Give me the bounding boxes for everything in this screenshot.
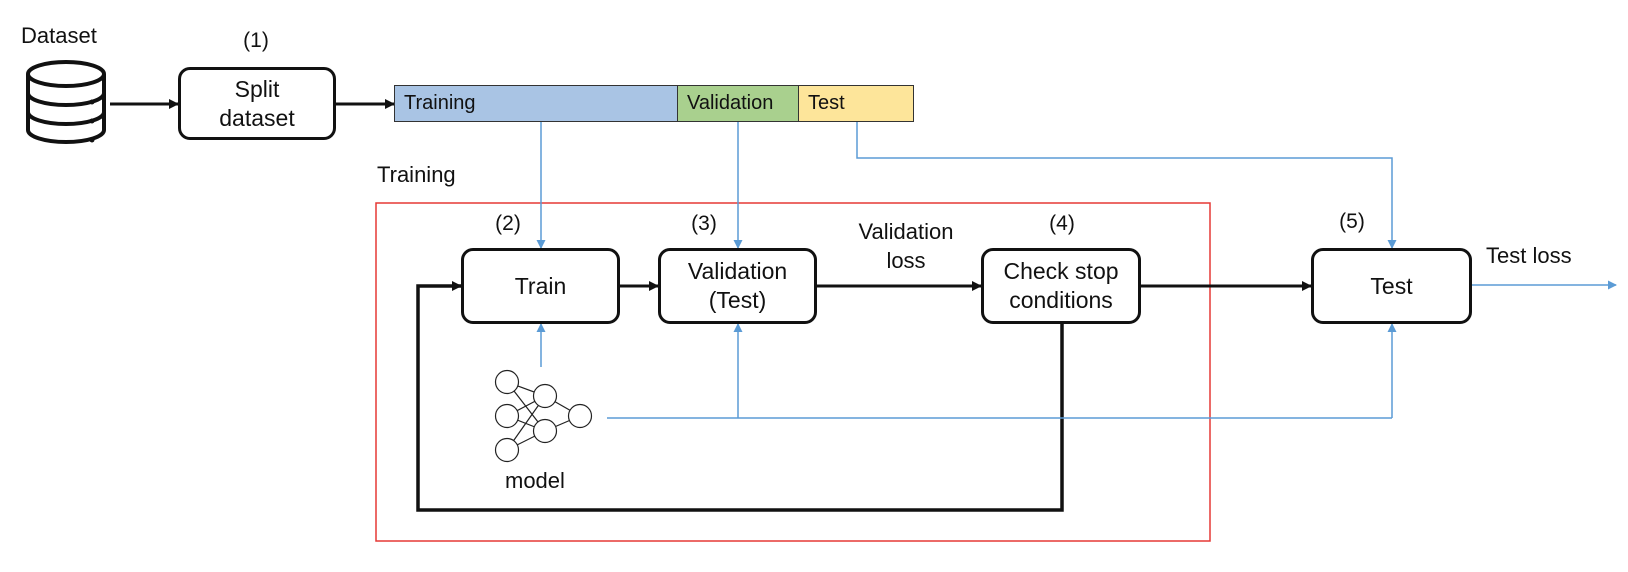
edge-test-data-to-test [856, 122, 1397, 249]
step-number-test: (5) [1339, 210, 1365, 233]
check-stop-box: Check stop conditions [981, 248, 1141, 324]
validation-loss-line2: loss [886, 247, 926, 273]
train-label: Train [514, 272, 567, 299]
split-bar-training: Training [394, 85, 678, 122]
step-number-train: (2) [495, 212, 521, 235]
split-bar-validation: Validation [677, 85, 799, 122]
split-dataset-box: Split dataset [178, 67, 336, 140]
neural-network-icon [494, 369, 593, 463]
training-region-border [375, 202, 1211, 542]
validation-loss-line1: Validation [858, 219, 954, 244]
edge-loop-check-to-train [416, 281, 1064, 512]
check-stop-line2: conditions [1009, 287, 1113, 313]
validation-loss-label: Validation loss [836, 218, 976, 275]
dataset-label: Dataset [21, 23, 97, 48]
test-loss-label: Test loss [1486, 243, 1572, 268]
validation-line1: Validation [687, 258, 788, 285]
step-number-split: (1) [243, 29, 269, 52]
model-label: model [505, 468, 565, 493]
split-dataset-line1: Split [234, 75, 280, 102]
split-bar-test: Test [798, 85, 914, 122]
database-icon [26, 60, 106, 144]
split-dataset-line2: dataset [219, 104, 295, 131]
step-number-validation: (3) [691, 212, 717, 235]
step-number-check: (4) [1049, 212, 1075, 235]
training-region-label: Training [377, 162, 456, 187]
test-label: Test [1370, 272, 1413, 299]
validation-box: Validation (Test) [658, 248, 817, 324]
test-box: Test [1311, 248, 1472, 324]
train-box: Train [461, 248, 620, 324]
check-stop-line1: Check stop [1003, 258, 1119, 285]
validation-line2: (Test) [708, 287, 767, 313]
